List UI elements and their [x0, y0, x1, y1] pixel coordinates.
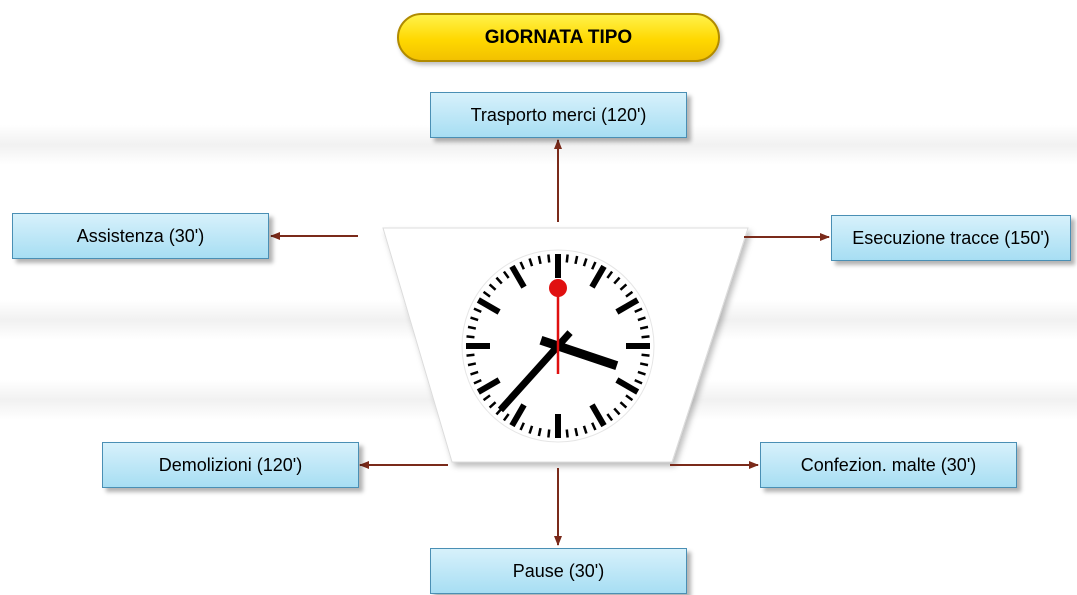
- clock-minute-tick: [625, 290, 634, 298]
- clock-minute-tick: [547, 429, 551, 438]
- clock-hour-tick: [615, 377, 640, 395]
- clock-minute-tick: [470, 316, 479, 322]
- clock-minute-tick: [591, 261, 597, 270]
- clock-minute-tick: [582, 425, 588, 434]
- clock-minute-tick: [466, 335, 475, 339]
- clock-minute-tick: [641, 353, 650, 357]
- clock-minute-tick: [519, 261, 525, 270]
- clock-minute-tick: [582, 258, 588, 267]
- activity-left: Assistenza (30'): [12, 213, 269, 259]
- clock-minute-tick: [537, 427, 542, 437]
- clock-minute-tick: [606, 270, 614, 279]
- clock-minute-tick: [502, 270, 510, 279]
- clock-minute-tick: [591, 422, 597, 431]
- clock-minute-tick: [547, 254, 551, 263]
- clock-minute-tick: [619, 283, 628, 291]
- clock-hour-tick: [476, 297, 501, 315]
- clock-minute-tick: [467, 362, 477, 367]
- clock-minute-tick: [613, 276, 621, 285]
- clock-minute-tick: [488, 283, 497, 291]
- clock-minute-tick: [606, 413, 614, 422]
- activity-right: Esecuzione tracce (150'): [831, 215, 1071, 261]
- clock-minute-tick: [467, 325, 477, 330]
- clock-minute-tick: [495, 276, 503, 285]
- clock-minute-tick: [519, 422, 525, 431]
- clock-minute-tick: [634, 379, 643, 385]
- clock-minute-tick: [473, 307, 482, 313]
- clock-minute-tick: [574, 427, 579, 437]
- clock-minute-tick: [639, 362, 649, 367]
- clock-hour-tick: [615, 297, 640, 315]
- clock-minute-tick: [537, 255, 542, 265]
- clock-minute-tick: [574, 255, 579, 265]
- clock-hour-tick: [589, 264, 607, 289]
- clock-minute-tick: [641, 335, 650, 339]
- clock-minute-tick: [470, 370, 479, 376]
- activity-bottom: Pause (30'): [430, 548, 687, 594]
- clock-minute-tick: [637, 370, 646, 376]
- clock-minute-tick: [482, 290, 491, 298]
- diagram-title: GIORNATA TIPO: [397, 13, 720, 62]
- clock-hour-tick: [509, 264, 527, 289]
- clock-minute-tick: [528, 425, 534, 434]
- clock-hour-tick: [509, 403, 527, 428]
- clock-minute-tick: [619, 401, 628, 409]
- clock-minute-tick: [528, 258, 534, 267]
- clock-minute-tick: [482, 394, 491, 402]
- clock-minute-tick: [488, 401, 497, 409]
- clock-second-disc: [549, 279, 567, 297]
- activity-bottom-right: Confezion. malte (30'): [760, 442, 1017, 488]
- clock-minute-tick: [639, 325, 649, 330]
- clock-minute-tick: [613, 407, 621, 416]
- clock-minute-tick: [625, 394, 634, 402]
- activity-top: Trasporto merci (120'): [430, 92, 687, 138]
- clock-ticks: [466, 254, 650, 438]
- clock-icon: [461, 249, 655, 443]
- clock-minute-tick: [502, 413, 510, 422]
- clock-minute-tick: [565, 429, 569, 438]
- clock-minute-tick: [473, 379, 482, 385]
- activity-bottom-left: Demolizioni (120'): [102, 442, 359, 488]
- clock-hour-hand: [539, 336, 619, 370]
- clock-minute-tick: [637, 316, 646, 322]
- clock-minute-tick: [634, 307, 643, 313]
- clock-minute-tick: [466, 353, 475, 357]
- clock-minute-tick: [565, 254, 569, 263]
- clock-hour-tick: [476, 377, 501, 395]
- clock-hour-tick: [589, 403, 607, 428]
